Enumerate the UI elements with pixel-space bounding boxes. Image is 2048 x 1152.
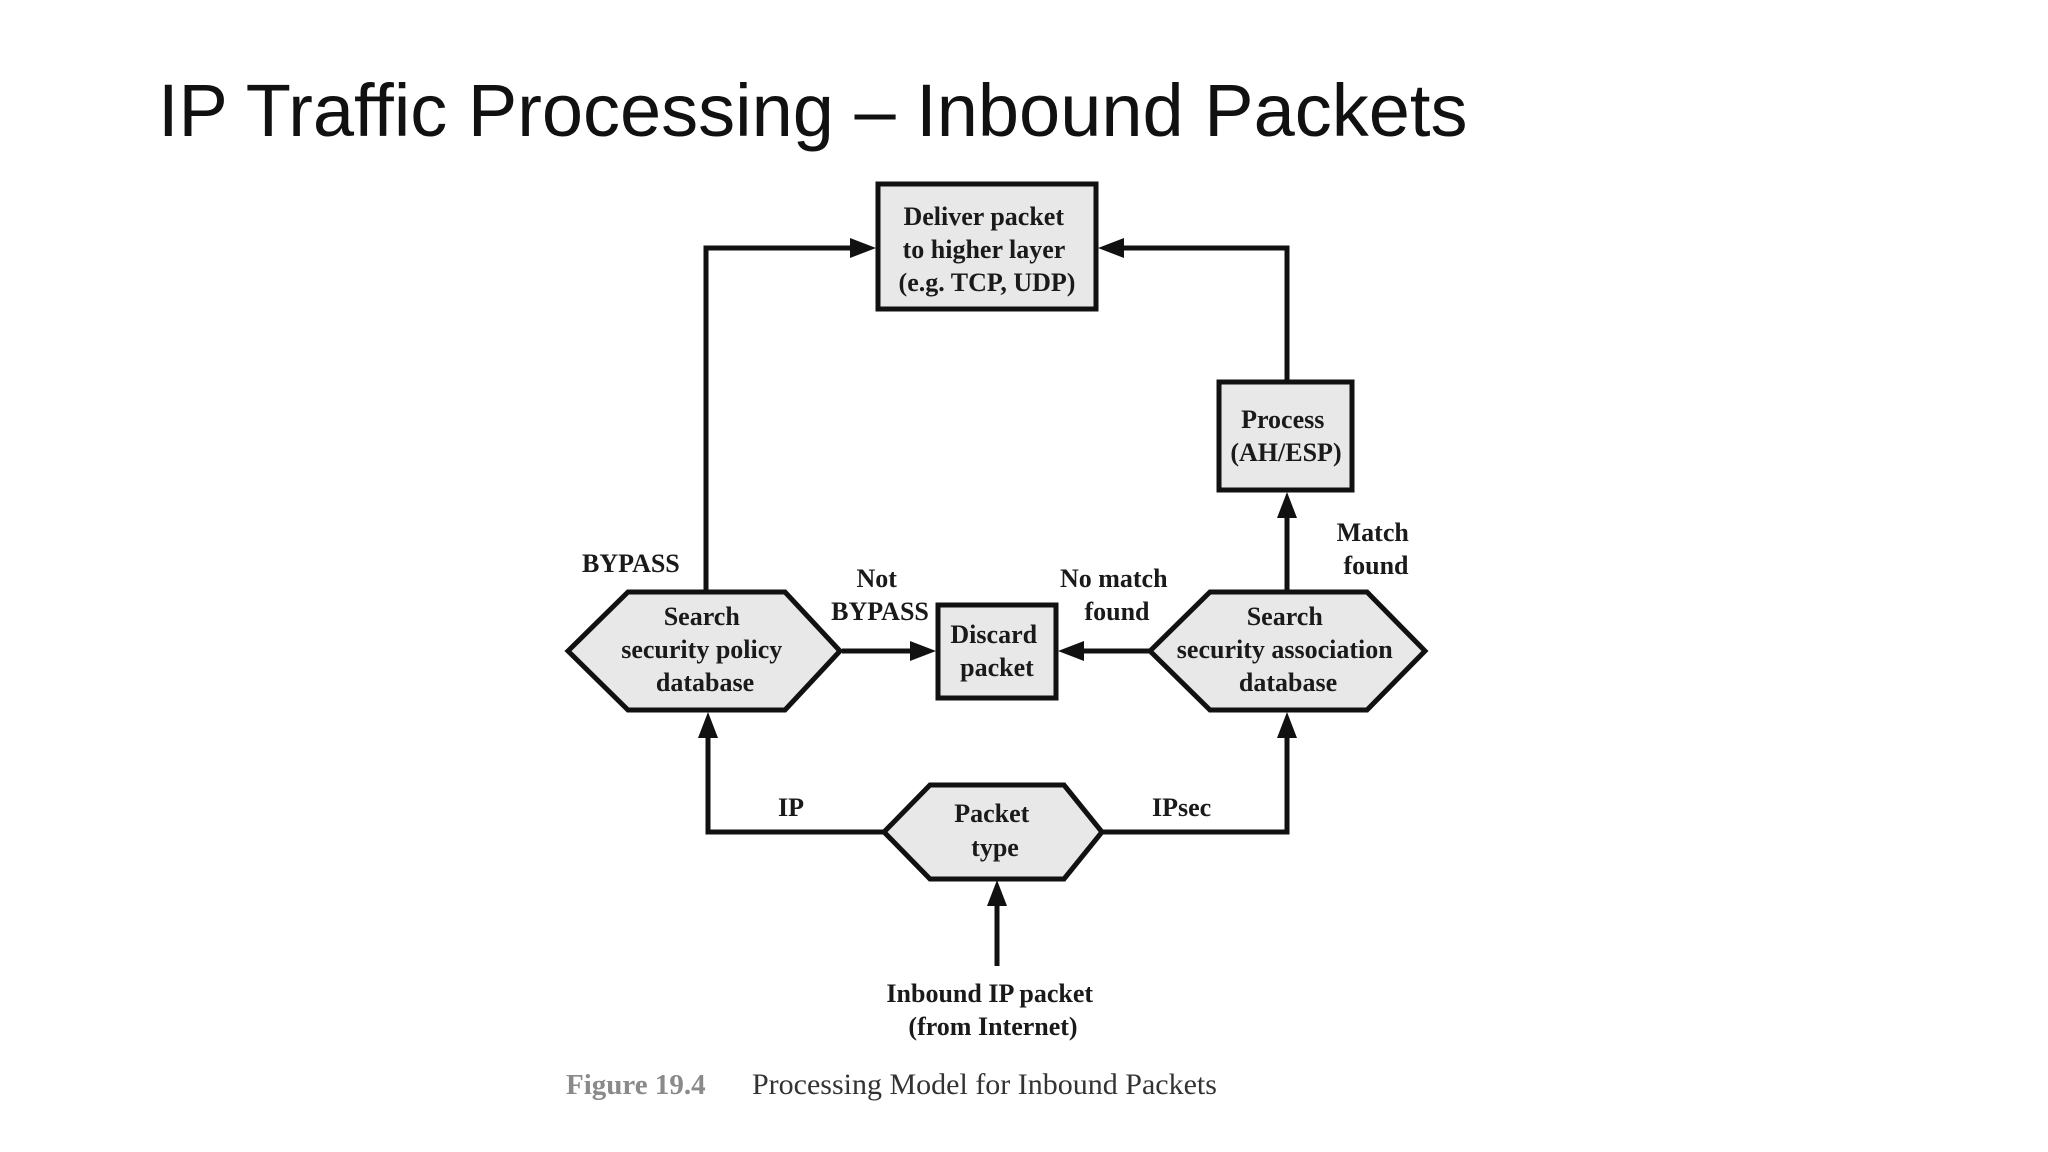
node-packet-type: Packet type — [880, 782, 1106, 882]
inbound-line-1: Inbound IP packet — [886, 979, 1093, 1008]
edge-bypass — [703, 245, 858, 590]
node-discard: Discard packet — [935, 602, 1059, 701]
discard-line-2: packet — [960, 653, 1034, 682]
sad-line-1: Search — [1247, 602, 1324, 631]
no-match-line-1: No match — [1060, 564, 1168, 593]
node-process: Process (AH/ESP) — [1216, 379, 1355, 493]
arrowhead-sad — [1277, 712, 1297, 738]
not-bypass-line-1: Not — [857, 564, 898, 593]
label-bypass: BYPASS — [582, 549, 680, 578]
match-line-1: Match — [1337, 518, 1410, 547]
node-search-sad: Search security association database — [1146, 589, 1429, 713]
edge-process-deliver — [1116, 245, 1290, 380]
process-line-2: (AH/ESP) — [1230, 438, 1341, 467]
figure-caption: Processing Model for Inbound Packets — [752, 1068, 1217, 1101]
arrowhead-deliver-left — [850, 238, 876, 258]
edge-ip — [705, 730, 884, 835]
sad-line-2: security association — [1177, 635, 1393, 664]
spd-line-2: security policy — [621, 635, 782, 664]
spd-line-3: database — [656, 668, 754, 697]
label-match: Match found — [1337, 518, 1416, 580]
edge-ipsec — [1100, 730, 1290, 835]
svg-text:Packet type: Packet type — [954, 799, 1036, 862]
process-line-1: Process — [1241, 405, 1324, 434]
label-not-bypass: Not BYPASS — [831, 564, 929, 626]
sad-line-3: database — [1239, 668, 1337, 697]
arrowhead-discard-left — [910, 641, 936, 661]
svg-text:Search security associ: Search security association database — [1177, 602, 1399, 697]
label-ipsec: IPsec — [1152, 793, 1211, 822]
deliver-line-3: (e.g. TCP, UDP) — [899, 268, 1076, 297]
match-line-2: found — [1343, 551, 1409, 580]
figure-number: Figure 19.4 — [566, 1069, 706, 1101]
svg-text:Search security policy: Search security policy database — [621, 602, 789, 697]
slide-title: IP Traffic Processing – Inbound Packets — [158, 69, 1468, 152]
no-match-line-2: found — [1084, 597, 1150, 626]
arrowhead-process — [1277, 492, 1297, 518]
node-search-spd: Search security policy database — [564, 589, 844, 713]
arrowhead-spd — [698, 712, 718, 738]
packet-type-line-2: type — [971, 833, 1019, 862]
deliver-line-2: to higher layer — [903, 235, 1065, 264]
svg-text:Discard packet: Discard packet — [950, 620, 1043, 682]
packet-type-line-1: Packet — [954, 799, 1029, 828]
arrowhead-packet-type — [987, 880, 1007, 906]
label-no-match: No match found — [1060, 564, 1174, 626]
node-deliver: Deliver packet to higher layer (e.g. TCP… — [875, 181, 1099, 312]
spd-line-1: Search — [664, 602, 741, 631]
svg-text:Process (AH/ESP): Process (AH/ESP) — [1230, 405, 1341, 467]
label-inbound: Inbound IP packet (from Internet) — [886, 979, 1099, 1041]
label-ip: IP — [778, 793, 804, 822]
arrowhead-deliver-right — [1098, 238, 1124, 258]
arrowhead-discard-right — [1058, 641, 1084, 661]
deliver-line-1: Deliver packet — [903, 202, 1064, 231]
svg-text:Deliver packet to high: Deliver packet to higher layer (e.g. TCP… — [899, 202, 1076, 297]
discard-line-1: Discard — [950, 620, 1037, 649]
not-bypass-line-2: BYPASS — [831, 597, 929, 626]
inbound-line-2: (from Internet) — [908, 1012, 1077, 1041]
